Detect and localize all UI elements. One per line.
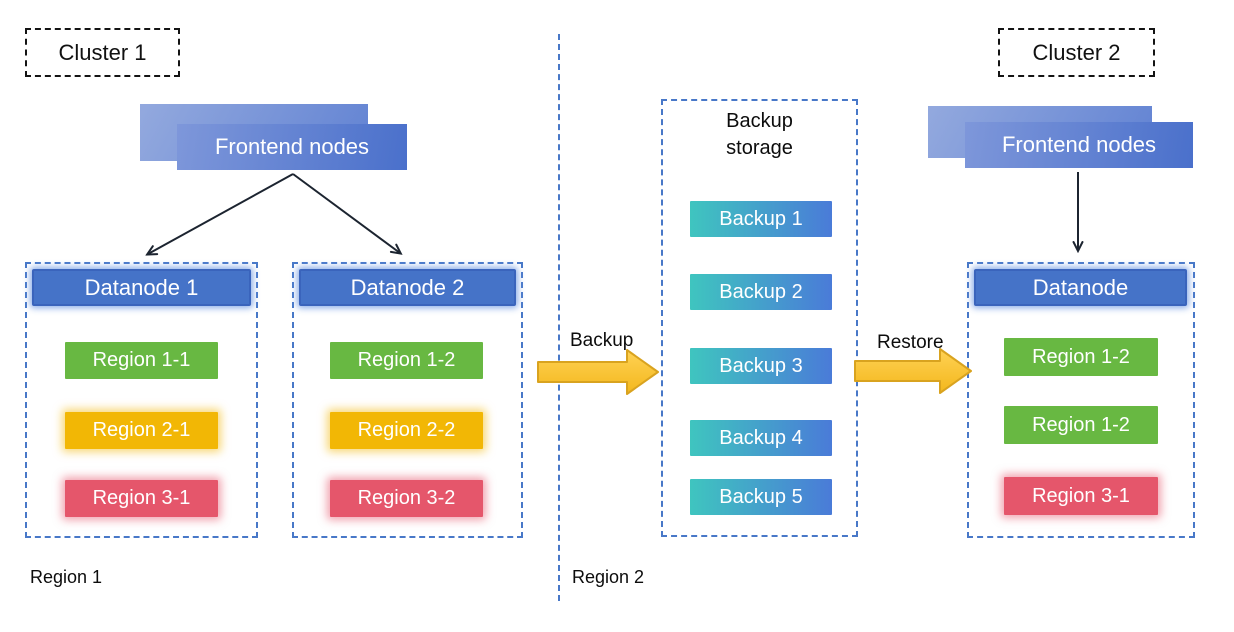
cluster2-region-box-3: Region 3-1 [1004,477,1158,515]
backup-item-4: Backup 4 [690,420,832,456]
backup-item-5: Backup 5 [690,479,832,515]
backup-item-3: Backup 3 [690,348,832,384]
datanode1-container [25,262,258,538]
cluster2-datanode-container [967,262,1195,538]
datanode2-header: Datanode 2 [299,269,516,306]
region-box-1-1: Region 1-1 [65,342,218,379]
region-box-2-1: Region 2-1 [65,412,218,449]
frontend-to-datanode1-arrow [148,173,294,254]
backup-item-2: Backup 2 [690,274,832,310]
datanode2-container [292,262,523,538]
cluster2-region-box-2: Region 1-2 [1004,406,1158,444]
backup-storage-title: Backup storage [661,108,858,162]
backup-storage-title-text: Backup storage [726,110,793,159]
region-box-2-2: Region 2-2 [330,412,483,449]
cluster2-region-box-1: Region 1-2 [1004,338,1158,376]
region-box-1-2: Region 1-2 [330,342,483,379]
region2-zone-label: Region 2 [572,567,645,587]
cluster2-datanode-header: Datanode [974,269,1187,306]
frontend-to-datanode2-arrow [292,173,400,253]
cluster2-frontend-nodes-box: Frontend nodes [965,122,1193,168]
backup-block-arrow [537,349,659,395]
cluster1-label: Cluster 1 [25,28,180,77]
region1-zone-label: Region 1 [30,567,103,587]
datanode1-header: Datanode 1 [32,269,251,306]
restore-flow-label: Restore [877,332,944,353]
cluster1-frontend-nodes-box: Frontend nodes [177,124,407,170]
region-box-3-2: Region 3-2 [330,480,483,517]
backup-item-1: Backup 1 [690,201,832,237]
backup-flow-label: Backup [570,330,634,351]
backup-storage-container [661,99,858,537]
restore-block-arrow [854,348,972,394]
region-separator-line [558,34,560,601]
cluster2-label: Cluster 2 [998,28,1155,77]
region-box-3-1: Region 3-1 [65,480,218,517]
